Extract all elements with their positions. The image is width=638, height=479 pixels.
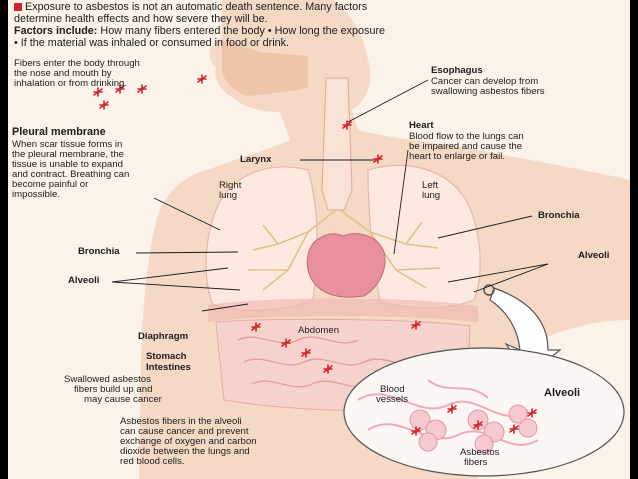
anatomy-illustration [93, 0, 630, 479]
intro-line-3: inhalation or from drinking. [14, 78, 128, 89]
header-line-4: • If the material was inhaled or consume… [14, 37, 290, 49]
alveoli-left-label: Alveoli [68, 275, 100, 286]
inset-alveoli-title: Alveoli [544, 387, 581, 399]
alveoli-right-label: Alveoli [578, 250, 610, 261]
pleural-line-5: become painful or [12, 179, 89, 190]
pleural-line-2: the pleural membrane, the [12, 149, 124, 160]
pleural-line-6: impossible. [12, 189, 60, 200]
asbestos-fibers [93, 74, 537, 436]
bronchia-right-label: Bronchia [78, 246, 120, 257]
header-line-1: Exposure to asbestos is not an automatic… [14, 2, 367, 13]
alveoli-note-line-2: can cause cancer and prevent [120, 426, 249, 437]
intestines-label: Intestines [146, 362, 191, 373]
esophagus-line-1: Cancer can develop from [431, 76, 539, 87]
factors-text: How many fibers entered the body • How l… [97, 25, 386, 37]
left-lung-label-2: lung [422, 190, 441, 201]
swallowed-line-1: Swallowed asbestos [64, 374, 151, 385]
bronchia-left-label: Bronchia [538, 210, 580, 221]
alveoli-note-line-4: dioxide between the lungs and [120, 446, 250, 457]
right-lung-label-2: lung [219, 190, 238, 201]
abdomen-label: Abdomen [298, 325, 340, 336]
asbestos-fibers-label-2: fibers [464, 457, 488, 468]
stomach-label: Stomach [146, 351, 187, 362]
left-lung-label-1: Left [422, 180, 439, 191]
pleural-title: Pleural membrane [12, 126, 106, 138]
intro-line-1: Fibers enter the body through [14, 58, 140, 69]
inset-vessels [357, 379, 539, 446]
leader-lines [111, 79, 549, 312]
header-text-1: Exposure to asbestos is not an automatic… [25, 1, 368, 13]
heart-shape [306, 233, 386, 298]
right-lung-label-1: Right [219, 180, 242, 191]
header-line-2: determine health effects and how severe … [14, 13, 268, 25]
heart-line-2: be impaired and cause the [409, 141, 523, 152]
header-bullet-icon [14, 3, 22, 12]
pleural-line-4: and contract. Breathing can [12, 169, 130, 180]
bronchia-tree [248, 209, 441, 291]
diaphragm-shape [208, 298, 478, 322]
alveoli-note-line-1: Asbestos fibers in the alveoli [120, 416, 242, 427]
alveoli-note-line-5: red blood cells. [120, 456, 185, 467]
intro-line-2: the nose and mouth by [14, 68, 112, 79]
esophagus-title: Esophagus [431, 65, 483, 76]
swallowed-line-3: may cause cancer [84, 394, 162, 405]
larynx-label: Larynx [240, 154, 272, 165]
blood-vessels-label-1: Blood [380, 384, 405, 395]
trachea [321, 77, 353, 211]
pleural-line-3: tissue is unable to expand [12, 159, 123, 170]
diaphragm-label: Diaphragm [138, 331, 189, 342]
pleural-line-1: When scar tissue forms in [12, 139, 123, 150]
asbestos-fibers-label-1: Asbestos [460, 447, 500, 458]
slide: Exposure to asbestos is not an automatic… [8, 0, 630, 479]
header-line-3: Factors include: How many fibers entered… [14, 26, 385, 37]
heart-title: Heart [409, 120, 434, 131]
swallowed-line-2: fibers build up and [74, 384, 153, 395]
esophagus-line-2: swallowing asbestos fibers [431, 86, 545, 97]
heart-line-3: heart to enlarge or fail. [409, 151, 505, 162]
alveoli-focus-circle [483, 284, 495, 296]
inset-alveoli-clusters [409, 404, 538, 454]
intestines-coils [237, 336, 425, 388]
alveoli-note-line-3: exchange of oxygen and carbon [120, 436, 257, 447]
heart-line-1: Blood flow to the lungs can [409, 131, 524, 142]
head-profile [222, 40, 308, 96]
factors-label: Factors include: [14, 25, 98, 37]
blood-vessels-label-2: vessels [376, 394, 408, 405]
